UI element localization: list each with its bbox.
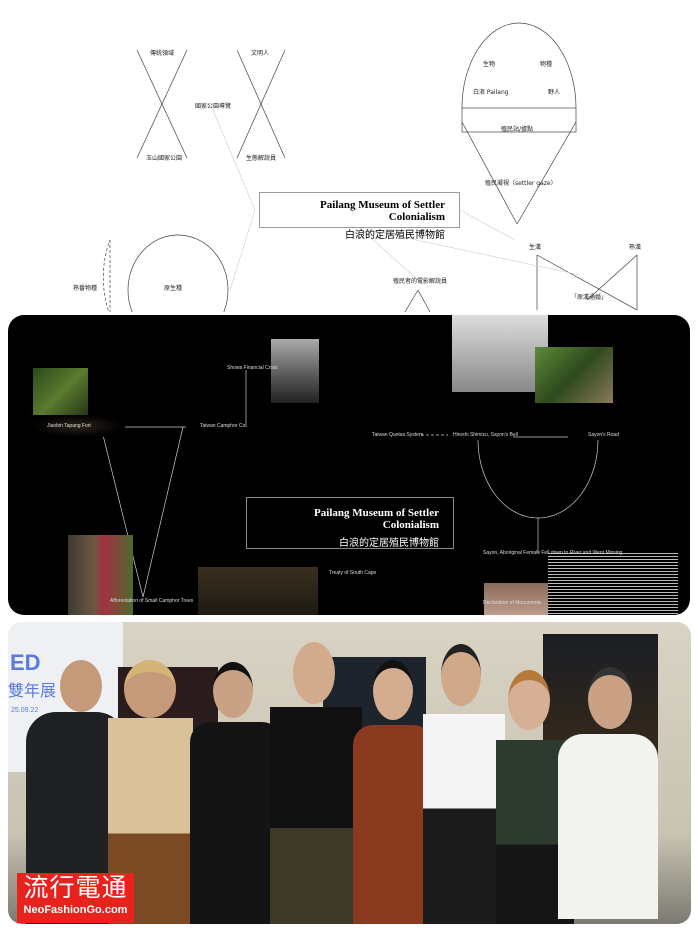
suspension-bridge-photo [535,347,613,403]
title-zh: 白浪的定居殖民博物館 [345,230,445,241]
person [353,725,433,924]
camphor-tree-photo [68,535,133,615]
person [270,707,362,924]
label-fort: Jiaobin Tapang Fort [47,423,91,429]
person-head [60,660,102,712]
title-box-top: Pailang Museum of Settler Colonialism 白浪… [259,192,460,241]
label-gaze: 殖民凝視（settler gaze） [485,180,557,187]
label-cooked-species: 熟番物種 [73,285,98,292]
label-bell: Hiroshi Shimizu, Sayon's Bell [453,432,518,438]
title-zh-dark: 白浪的定居殖民博物館 [339,538,439,549]
person [423,714,505,924]
label-eco-guide: 生態解說員 [246,155,277,162]
person-head [441,644,481,706]
person-head [588,667,632,729]
person [190,722,282,924]
label-sacred: 傳統領域 [150,50,175,57]
person-head [373,660,413,720]
person [558,734,658,919]
person-head [293,642,335,704]
forest-photo [198,567,318,615]
title-en: Pailang Museum of Settler Colonialism [320,199,445,223]
person-head [213,662,253,718]
screen-text-2: 雙年展 [8,683,57,700]
label-pailang: 白浪 Pailang [473,89,509,96]
logo-url: NeoFashionGo.com [23,904,128,916]
label-camphor: Taiwan Camphor Co. [200,423,247,429]
title-box-dark: Pailang Museum of Settler Colonialism 白浪… [246,497,454,549]
label-native: 原生種 [164,285,183,292]
label-cooked: 熟漢 [629,244,642,251]
label-creature: 生物 [483,61,496,68]
treaty-document-text [548,551,678,615]
label-film-guide: 殖民者的電影解說員 [393,278,448,285]
label-civilized: 文明人 [251,50,270,57]
ground-photo [30,415,125,437]
label-quotas: Taiwan Quotas System [372,432,424,438]
jungle-photo [33,368,88,420]
person-head [124,660,176,718]
watermark-logo: 流行電通 NeoFashionGo.com [17,873,134,923]
title-en-dark: Pailang Museum of Settler Colonialism [314,507,439,531]
logo-zh: 流行電通 [23,873,128,902]
label-station: 殖民站/據點 [501,126,534,133]
label-afforestation: Afforestation of Small Camphor Trees [110,598,194,604]
screen-text-1: ED [10,650,41,675]
label-monuments: Declaration of Monuments [483,600,542,606]
crowd-photo [271,339,319,403]
label-yushan: 玉山國家公園 [146,155,183,162]
label-treaty: Treaty of South Cape [329,570,377,576]
top-diagram-lines [103,22,638,312]
dark-diagram-panel: Showa Financial Crisis Jiaobin Tapang Fo… [8,315,690,615]
label-sayon: Sayon, Aboriginal Female Fell down to Ri… [483,550,623,556]
label-raw: 生漢 [529,244,542,251]
screen-date: 25.09.22 [11,707,39,714]
label-showa: Showa Financial Crisis [227,365,278,371]
label-park-guide: 國家公園導覽 [195,103,232,110]
label-savage: 野人 [548,89,561,96]
label-species: 物種 [540,61,553,68]
label-intermarriage: 「原漢通婚」 [571,294,608,301]
bridge-workers-photo [452,315,548,392]
label-road: Sayon's Road [588,432,619,438]
person-head [508,670,550,730]
